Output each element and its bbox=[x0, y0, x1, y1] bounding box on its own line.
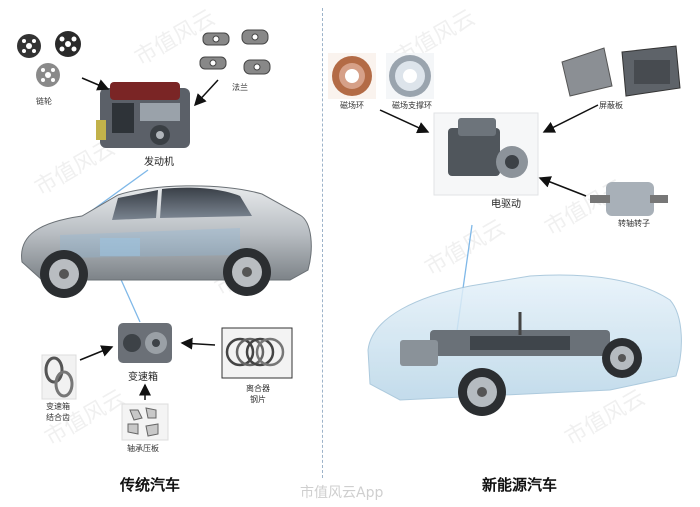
label-synchro-2: 结合齿 bbox=[46, 413, 70, 422]
label-edrive: 电驱动 bbox=[491, 199, 521, 210]
arrow-synchro-to-gearbox bbox=[79, 345, 114, 361]
label-rotor-ring: 磁场环 bbox=[340, 101, 364, 110]
label-gear: 链轮 bbox=[36, 97, 52, 106]
left-section-title: 传统汽车 bbox=[120, 476, 181, 494]
sedan-car-icon bbox=[21, 185, 312, 298]
gearbox-icon bbox=[118, 323, 172, 363]
clutch-plate-icon bbox=[221, 327, 293, 379]
center-divider bbox=[322, 8, 323, 478]
label-synchro-1: 变速箱 bbox=[46, 402, 70, 411]
rotor-ring-icon bbox=[328, 53, 376, 99]
label-rotor: 转轴转子 bbox=[618, 219, 650, 228]
rotor-shaft-icon bbox=[590, 182, 668, 216]
flange-icon bbox=[199, 29, 271, 75]
gear-icon bbox=[17, 31, 81, 87]
arrow-clutch-to-gearbox bbox=[180, 337, 216, 350]
bearing-plate-icon bbox=[121, 403, 169, 441]
arrow-shield-to-edrive bbox=[542, 104, 599, 133]
ev-suv-icon bbox=[367, 274, 682, 416]
shield-plate-icon bbox=[561, 45, 681, 97]
synchro-ring-icon bbox=[41, 354, 77, 400]
engine-icon bbox=[96, 82, 190, 148]
arrow-gear-to-engine bbox=[81, 77, 110, 91]
right-section-title: 新能源汽车 bbox=[482, 476, 558, 494]
arrow-flange-to-engine bbox=[193, 79, 219, 107]
arrow-rotor-to-edrive bbox=[538, 176, 587, 197]
label-clutch-1: 离合器 bbox=[246, 384, 270, 393]
watermark-text: 市值风云App bbox=[300, 485, 384, 501]
label-stator-ring: 磁场支撑环 bbox=[392, 101, 432, 110]
label-engine: 发动机 bbox=[144, 157, 174, 168]
label-clutch-2: 钢片 bbox=[250, 395, 266, 404]
stator-ring-icon bbox=[386, 53, 434, 99]
label-bearing: 轴承压板 bbox=[127, 444, 159, 453]
e-drive-icon bbox=[433, 112, 539, 196]
label-gearbox: 变速箱 bbox=[128, 372, 158, 383]
label-flange: 法兰 bbox=[232, 83, 248, 92]
label-shield: 屏蔽板 bbox=[599, 101, 623, 110]
arrow-rings-to-edrive bbox=[379, 109, 430, 134]
